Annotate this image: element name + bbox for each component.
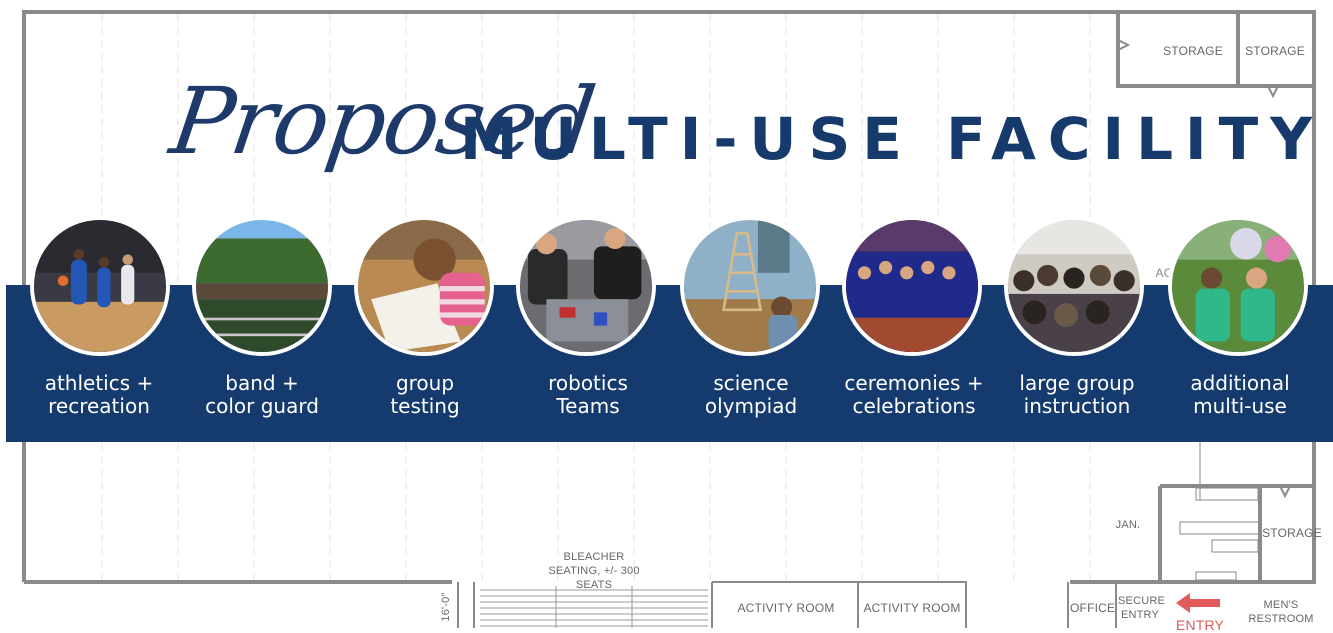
entry-arrow-icon [1176, 593, 1220, 613]
use-label-athletics: athletics +recreation [44, 371, 154, 418]
marching-band-photo [192, 216, 332, 356]
robotics-team-photo [516, 216, 656, 356]
storage-label: STORAGE [1262, 526, 1322, 540]
science-olympiad-photo [680, 216, 820, 356]
entry-label: ENTRY [1175, 617, 1225, 633]
activity-room-label: ACTIVITY ROOM [863, 601, 961, 615]
basketball-game-photo [30, 216, 170, 356]
mens-restroom-label: MEN'S RESTROOM [1248, 599, 1314, 625]
bleacher-seating-label: BLEACHER SEATING, +/- 300 SEATS [548, 551, 640, 591]
storage-label: STORAGE [1163, 44, 1223, 58]
use-label-ceremonies: ceremonies +celebrations [844, 371, 984, 418]
cheering-kids-photo [1168, 216, 1308, 356]
activity-room-label: ACTIVITY ROOM [737, 601, 835, 615]
page-title: MULTI-USE FACILITY [460, 105, 1325, 173]
use-label-band: band +color guard [205, 371, 319, 418]
secure-entry-label: SECURE ENTRY [1118, 595, 1166, 621]
storage-label: STORAGE [1245, 44, 1305, 58]
graduation-ceremony-photo [842, 216, 982, 356]
dimension-label: 16'-0" [440, 592, 452, 622]
janitor-label: JAN. [1115, 519, 1141, 531]
office-label: OFFICE [1070, 601, 1116, 615]
student-testing-photo [354, 216, 494, 356]
large-audience-photo [1004, 216, 1144, 356]
